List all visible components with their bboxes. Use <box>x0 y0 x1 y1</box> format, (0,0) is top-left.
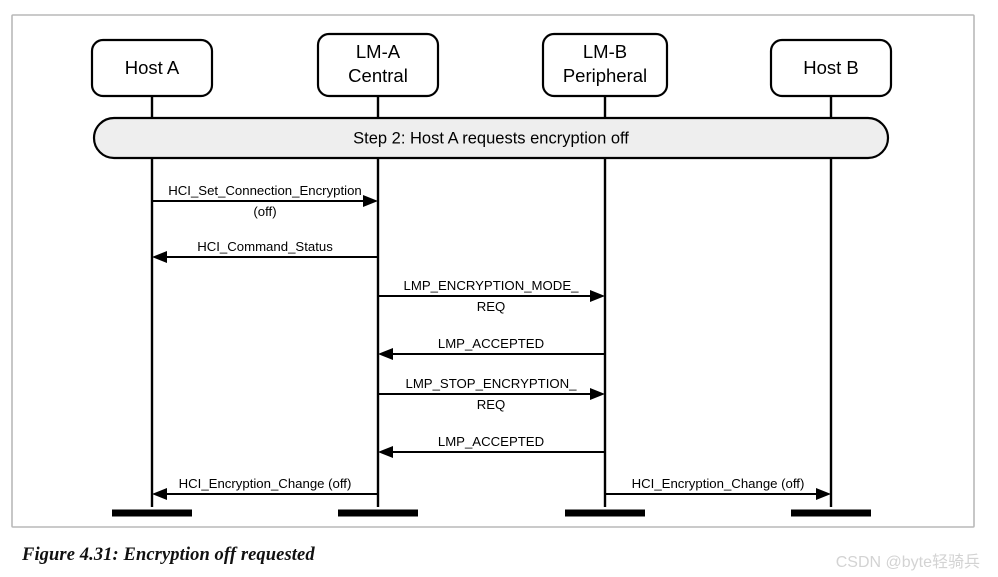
message-label-above: HCI_Command_Status <box>197 239 333 254</box>
message-label-below: REQ <box>477 397 506 412</box>
arrow-head-left <box>378 348 393 360</box>
arrow-head-right <box>590 290 605 302</box>
message-label-above: LMP_STOP_ENCRYPTION_ <box>405 376 577 391</box>
lifeline-box-host-b[interactable] <box>769 38 893 98</box>
lifeline-lines <box>150 97 833 507</box>
lifeline-box-lm-a-central[interactable] <box>316 32 440 98</box>
lifeline-box-host-a[interactable] <box>90 38 214 98</box>
message-label-above: LMP_ACCEPTED <box>438 434 544 449</box>
lifeline-box-lm-b-peripheral[interactable] <box>541 32 669 98</box>
step-banner-label: Step 2: Host A requests encryption off <box>353 129 629 147</box>
lifeline-header-lm-b-peripheral[interactable]: LM-B Peripheral <box>541 32 669 98</box>
arrow-head-left <box>378 446 393 458</box>
message-label-below: REQ <box>477 299 506 314</box>
arrow-head-left <box>152 251 167 263</box>
lifeline-label-host-b-line1: Host B <box>803 57 859 78</box>
message-label-above: HCI_Encryption_Change (off) <box>179 476 352 491</box>
lifeline-header-host-a[interactable]: Host A <box>90 38 214 98</box>
message-label-above: LMP_ACCEPTED <box>438 336 544 351</box>
figure-caption: Figure 4.31: Encryption off requested <box>22 545 315 565</box>
arrow-head-left <box>152 488 167 500</box>
lifeline-label-lm-b-peripheral-line2: Peripheral <box>563 65 647 86</box>
lifeline-label-lm-a-central-line1: LM-A <box>356 41 401 62</box>
message-lmp-stop-encryption-req[interactable]: LMP_STOP_ENCRYPTION_ REQ <box>378 376 605 412</box>
arrow-head-right <box>816 488 831 500</box>
message-label-above: LMP_ENCRYPTION_MODE_ <box>404 278 580 293</box>
message-lmp-accepted-2[interactable]: LMP_ACCEPTED <box>378 434 605 458</box>
figure-frame <box>11 14 975 528</box>
step-banner-rect <box>92 116 890 160</box>
csdn-watermark: CSDN @byte轻骑兵 <box>835 554 980 571</box>
lifeline-label-host-a-line1: Host A <box>125 57 180 78</box>
lifeline-label-lm-a-central-line2: Central <box>348 65 408 86</box>
message-hci-encryption-change-right[interactable]: HCI_Encryption_Change (off) <box>605 476 831 500</box>
message-label-above: HCI_Set_Connection_Encryption <box>168 183 362 198</box>
lifeline-header-host-b[interactable]: Host B <box>769 38 893 98</box>
message-lmp-accepted-1[interactable]: LMP_ACCEPTED <box>378 336 605 360</box>
message-label-below: (off) <box>253 204 276 219</box>
message-lmp-encryption-mode-req[interactable]: LMP_ENCRYPTION_MODE_ REQ <box>378 278 605 314</box>
lifeline-header-lm-a-central[interactable]: LM-A Central <box>316 32 440 98</box>
message-hci-command-status[interactable]: HCI_Command_Status <box>152 239 378 263</box>
step-banner: Step 2: Host A requests encryption off <box>92 116 890 160</box>
message-label-above: HCI_Encryption_Change (off) <box>632 476 805 491</box>
lifeline-label-lm-b-peripheral-line1: LM-B <box>583 41 627 62</box>
message-hci-encryption-change-left[interactable]: HCI_Encryption_Change (off) <box>152 476 378 500</box>
arrow-head-right <box>590 388 605 400</box>
arrow-head-right <box>363 195 378 207</box>
message-hci-set-connection-encryption[interactable]: HCI_Set_Connection_Encryption (off) <box>152 183 378 219</box>
